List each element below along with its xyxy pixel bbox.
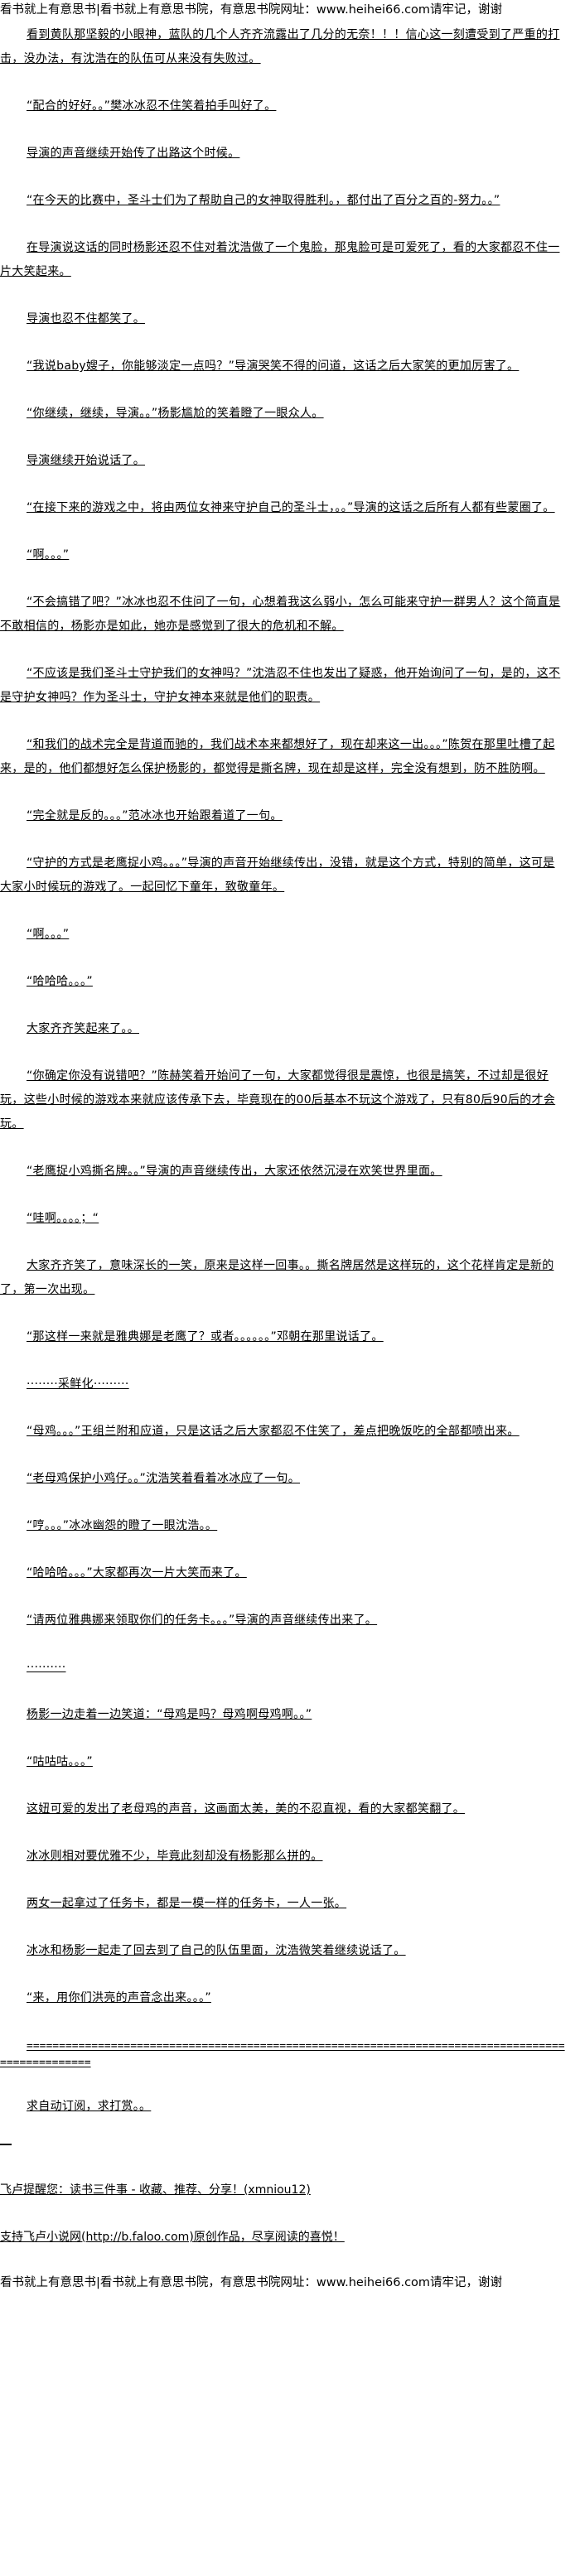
paragraph[interactable]: “我说baby嫂子，你能够淡定一点吗？”导演哭笑不得的问道，这话之后大家笑的更加… <box>27 359 520 373</box>
paragraph[interactable]: “请两位雅典娜来领取你们的任务卡。。。”导演的声音继续传出来了。 <box>27 1614 378 1627</box>
separator-line: ========================================… <box>0 2040 565 2069</box>
paragraph[interactable]: “咕咕咕。。。” <box>27 1755 93 1768</box>
paragraph[interactable]: 大家齐齐笑了，意味深长的一笑，原来是这样一回事。。撕名牌居然是这样玩的，这个花样… <box>0 1259 554 1296</box>
paragraph[interactable]: 这妞可爱的发出了老母鸡的声音，这画面太美，美的不忍直视，看的大家都笑翻了。 <box>27 1802 466 1816</box>
paragraph[interactable]: 冰冰和杨影一起走了回去到了自己的队伍里面，沈浩微笑着继续说话了。 <box>27 1944 406 1957</box>
paragraph[interactable]: 杨影一边走着一边笑道：“母鸡是吗？母鸡啊母鸡啊。。” <box>27 1708 312 1721</box>
paragraph[interactable]: “老鹰捉小鸡撕名牌。。”导演的声音继续传出，大家还依然沉浸在欢笑世界里面。 <box>27 1165 442 1178</box>
paragraph[interactable]: “哇啊。。。。；“ <box>27 1212 99 1225</box>
footer-banner: 看书就上有意思书|看书就上有意思书院，有意思书院网址：www.heihei66.… <box>0 2276 503 2289</box>
paragraph[interactable]: “和我们的战术完全是背道而驰的，我们战术本来都想好了，现在却来这一出。。。”陈贺… <box>0 738 555 775</box>
paragraph[interactable]: ·········· <box>27 1661 66 1674</box>
paragraph[interactable]: “母鸡。。。”王组兰附和应道，只是这话之后大家都忍不住笑了，差点把晚饭吃的全部都… <box>27 1425 520 1438</box>
paragraph[interactable]: 两女一起拿过了任务卡，都是一模一样的任务卡，一人一张。 <box>27 1897 347 1910</box>
paragraph[interactable]: 导演的声音继续开始传了出路这个时候。 <box>27 147 240 160</box>
paragraph[interactable]: ········采鲜化········· <box>27 1377 129 1391</box>
paragraph[interactable]: “在今天的比赛中，圣斗士们为了帮助自己的女神取得胜利。，都付出了百分之百的-努力… <box>27 194 500 207</box>
paragraph[interactable]: “守护的方式是老鹰捉小鸡。。。”导演的声音开始继续传出，没错，就是这个方式，特别… <box>0 856 555 894</box>
paragraph[interactable]: “完全就是反的。。。”范冰冰也开始跟着道了一句。 <box>27 809 283 822</box>
paragraph[interactable]: “啊。。。” <box>27 928 70 941</box>
paragraph[interactable]: 导演继续开始说话了。 <box>27 454 145 467</box>
chapter-content: 看到黄队那坚毅的小眼神，蓝队的几个人齐齐流露出了几分的无奈！！！信心这一刻遭受到… <box>0 18 580 2010</box>
footer-support-link[interactable]: 支持飞卢小说网(http://b.faloo.com)原创作品，尽享阅读的喜悦！ <box>0 2231 345 2244</box>
paragraph[interactable]: “在接下来的游戏之中，将由两位女神来守护自己的圣斗士，。。”导演的这话之后所有人… <box>27 501 555 514</box>
paragraph[interactable]: “啊。。。” <box>27 548 70 562</box>
paragraph[interactable]: “那这样一来就是雅典娜是老鹰了？或者。。。。。。”邓朝在那里说话了。 <box>27 1330 384 1343</box>
paragraph[interactable]: “你确定你没有说错吧？”陈赫笑着开始问了一句，大家都觉得很是震惊，也很是搞笑，不… <box>0 1069 556 1131</box>
dash-mark <box>0 2144 12 2145</box>
paragraph[interactable]: “你继续，继续，导演。。”杨影尴尬的笑着瞪了一眼众人。 <box>27 407 324 420</box>
paragraph[interactable]: “老母鸡保护小鸡仔。。”沈浩笑着看着冰冰应了一句。 <box>27 1472 301 1485</box>
paragraph[interactable]: “哼。。。”冰冰幽怨的瞪了一眼沈浩。。 <box>27 1519 218 1532</box>
header-banner: 看书就上有意思书|看书就上有意思书院，有意思书院网址：www.heihei66.… <box>0 3 503 17</box>
paragraph[interactable]: 导演也忍不住都笑了。 <box>27 312 145 326</box>
paragraph[interactable]: “配合的好好。。”樊冰冰忍不住笑着拍手叫好了。 <box>27 99 277 113</box>
closing-request: 求自动订阅，求打赏。。 <box>27 2100 152 2113</box>
paragraph[interactable]: 冰冰则相对要优雅不少，毕竟此刻却没有杨影那么拼的。 <box>27 1850 323 1863</box>
paragraph[interactable]: “不会搞错了吧？”冰冰也忍不住问了一句，心想着我这么弱小，怎么可能来守护一群男人… <box>0 596 561 633</box>
paragraph[interactable]: “来，用你们洪亮的声音念出来。。。” <box>27 1991 211 2004</box>
paragraph[interactable]: 大家齐齐笑起来了。。 <box>27 1022 139 1035</box>
paragraph[interactable]: 在导演说这话的同时杨影还忍不住对着沈浩做了一个鬼脸，那鬼脸可是可爱死了，看的大家… <box>0 241 560 278</box>
paragraph[interactable]: 看到黄队那坚毅的小眼神，蓝队的几个人齐齐流露出了几分的无奈！！！信心这一刻遭受到… <box>0 28 560 65</box>
closing-section: ========================================… <box>0 2033 580 2250</box>
paragraph[interactable]: “哈哈哈。。。” <box>27 975 93 988</box>
footer-reminder[interactable]: 飞卢提醒您：读书三件事 - 收藏、推荐、分享！(xmniou12) <box>0 2183 311 2197</box>
paragraph[interactable]: “哈哈哈。。。”大家都再次一片大笑而来了。 <box>27 1566 247 1580</box>
paragraph[interactable]: “不应该是我们圣斗士守护我们的女神吗？”沈浩忍不住也发出了疑惑，他开始询问了一句… <box>0 667 561 704</box>
